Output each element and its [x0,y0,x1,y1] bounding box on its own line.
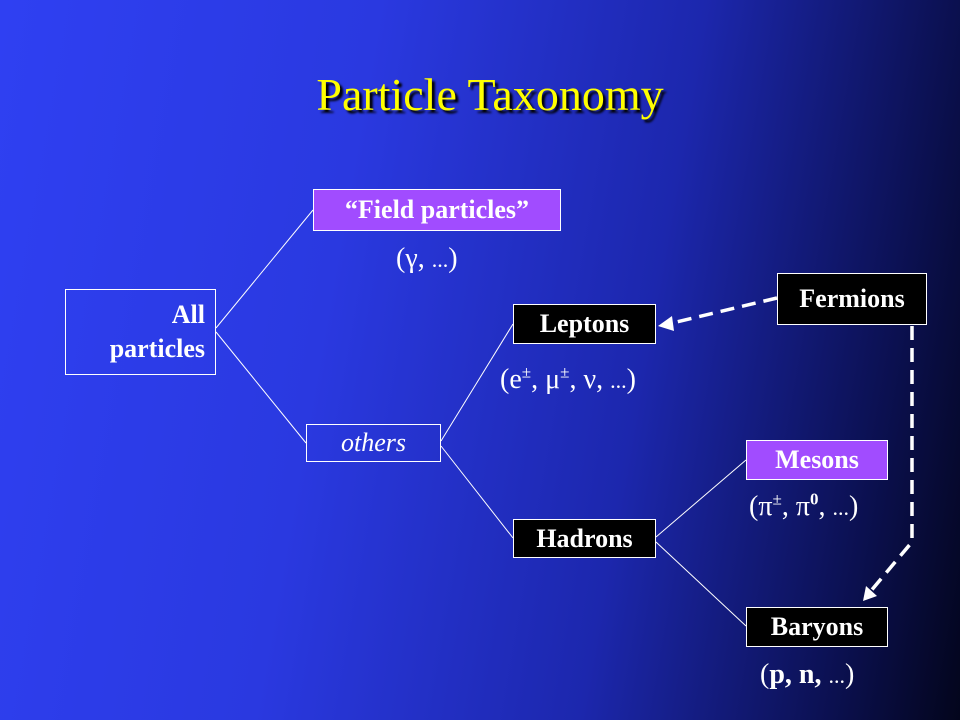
node-others: others [306,424,441,462]
node-leptons: Leptons [513,304,656,344]
example-baryons: (p, n, ...) [760,659,855,690]
node-mesons: Mesons [746,440,888,480]
example-mesons: (π±, π0, ...) [749,489,859,522]
node-baryons: Baryons [746,607,888,647]
line-others-to-hadrons [440,445,514,539]
node-fermions: Fermions [777,273,927,325]
line-all-to-field [215,209,314,329]
node-hadrons: Hadrons [513,519,656,558]
line-hadrons-to-baryons [655,541,747,627]
dashed-arrow-fermions-to-leptons [667,296,778,326]
node-field-particles: “Field particles” [313,189,561,231]
example-leptons: (e±, μ±, ν, ...) [500,362,636,395]
arrowhead-baryons [863,586,877,601]
line-hadrons-to-mesons [655,459,747,538]
arrowhead-leptons [658,316,674,331]
dashed-arrow-fermions-to-baryons [868,326,914,594]
node-all-particles: All particles [65,289,216,375]
line-others-to-leptons [440,323,514,442]
node-all-line1: All [171,300,205,329]
example-field: (γ, ...) [396,243,458,274]
node-all-line2: particles [109,334,205,363]
page-title: Particle Taxonomy [316,69,664,120]
line-all-to-others [215,331,307,444]
